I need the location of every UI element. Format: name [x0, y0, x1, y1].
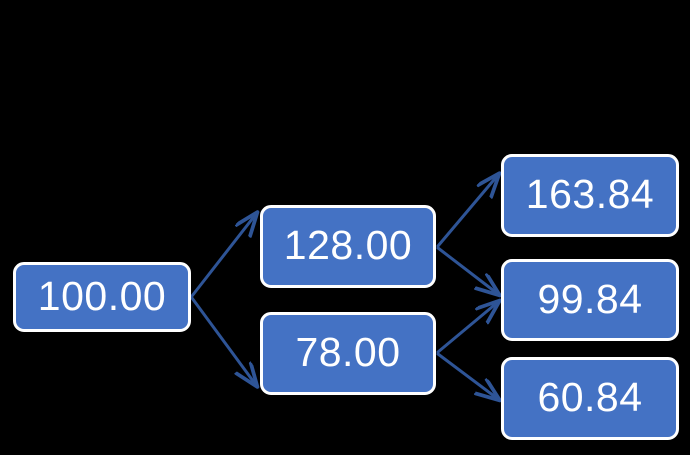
- tree-edge-n0-to-n1u: [190, 214, 256, 298]
- tree-node-n1d[interactable]: 78.00: [260, 312, 436, 395]
- tree-node-value: 163.84: [525, 171, 655, 217]
- tree-node-value: 128.00: [283, 222, 413, 268]
- tree-node-value: 100.00: [37, 272, 167, 319]
- tree-node-value: 78.00: [295, 329, 401, 375]
- tree-edge-n1u-to-n2uu: [436, 175, 498, 248]
- tree-edge-n1u-to-n2ud: [436, 246, 498, 294]
- tree-node-n0[interactable]: 100.00: [13, 262, 191, 332]
- tree-edge-n1d-to-n2ud: [436, 302, 498, 354]
- tree-node-value: 99.84: [537, 275, 643, 322]
- tree-node-n2ud[interactable]: 99.84: [501, 259, 679, 341]
- tree-node-n1u[interactable]: 128.00: [260, 205, 436, 288]
- tree-node-value: 60.84: [537, 374, 643, 420]
- tree-edge-n1d-to-n2dd: [436, 352, 498, 399]
- tree-edge-n0-to-n1d: [190, 296, 256, 385]
- tree-node-n2dd[interactable]: 60.84: [501, 357, 679, 440]
- tree-node-n2uu[interactable]: 163.84: [501, 154, 679, 237]
